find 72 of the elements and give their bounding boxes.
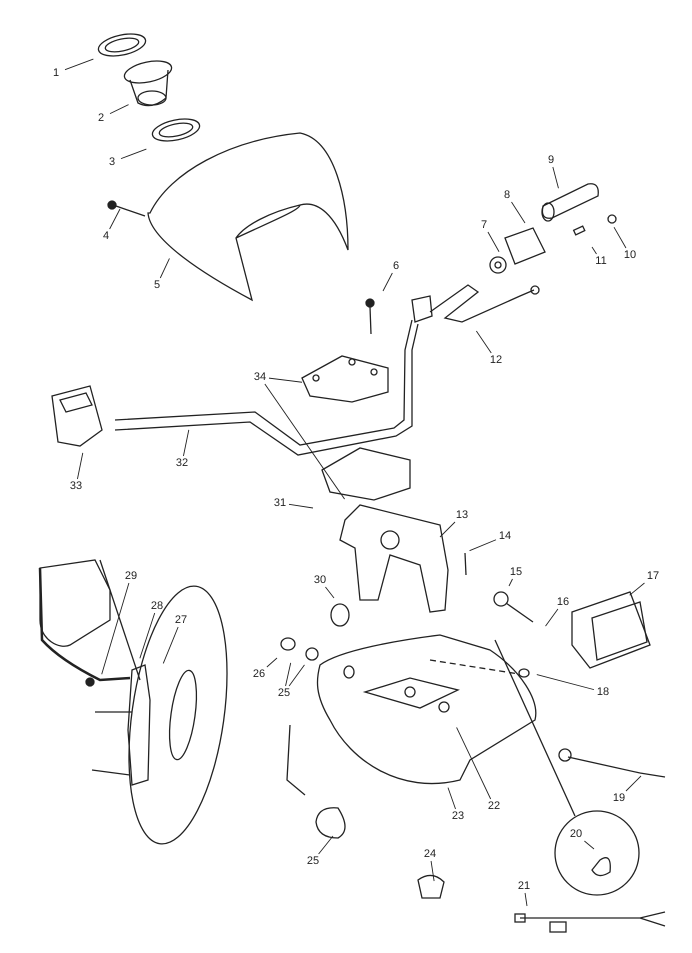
leader-line: [109, 208, 120, 230]
callout-number: 7: [475, 218, 493, 232]
callout-number: 23: [449, 809, 467, 823]
leader-line: [285, 662, 292, 686]
callout-number: 1: [47, 66, 65, 80]
leader-line: [288, 504, 314, 508]
leader-line: [536, 674, 594, 690]
leader-line: [382, 272, 393, 292]
leader-line: [456, 726, 492, 800]
leader-line: [268, 378, 302, 383]
callout-number: 30: [311, 573, 329, 587]
callout-number: 2: [92, 111, 110, 125]
leader-line: [552, 166, 559, 189]
leader-line: [64, 58, 94, 70]
leader-line: [476, 330, 492, 354]
callout-number: 8: [498, 188, 516, 202]
leader-line: [318, 836, 334, 854]
callout-number: 21: [515, 879, 533, 893]
callout-number: 15: [507, 565, 525, 579]
callout-number: 22: [485, 799, 503, 813]
leader-line: [182, 429, 190, 456]
leader-line: [545, 608, 558, 627]
leader-line: [511, 202, 526, 224]
leader-line: [76, 452, 84, 480]
leader-line: [629, 582, 645, 596]
leader-line: [139, 612, 156, 659]
leader-line: [264, 384, 346, 500]
leader-line: [584, 840, 594, 850]
callout-number: 26: [250, 667, 268, 681]
callout-number: 28: [148, 599, 166, 613]
callout-number: 25: [304, 854, 322, 868]
leader-line: [430, 860, 435, 882]
callout-number: 34: [251, 370, 269, 384]
callout-number: 12: [487, 353, 505, 367]
callout-number: 27: [172, 613, 190, 627]
leader-line: [448, 787, 456, 810]
callout-number: 6: [387, 259, 405, 273]
callout-number: 24: [421, 847, 439, 861]
leader-line: [288, 664, 305, 686]
leader-line: [101, 582, 130, 675]
callout-number: 11: [592, 254, 610, 268]
leader-line: [162, 626, 179, 664]
callout-number: 17: [644, 569, 662, 583]
callout-number: 29: [122, 569, 140, 583]
callout-number: 18: [594, 685, 612, 699]
callout-number: 5: [148, 278, 166, 292]
callout-number: 20: [567, 827, 585, 841]
leader-line: [488, 232, 500, 252]
leader-line: [469, 539, 496, 552]
leader-line: [110, 104, 130, 114]
callout-number: 32: [173, 456, 191, 470]
leader-line: [614, 226, 626, 248]
callout-number: 9: [542, 153, 560, 167]
callout-number: 19: [610, 791, 628, 805]
callout-number: 14: [496, 529, 514, 543]
leader-line: [160, 258, 170, 278]
callout-number: 3: [103, 155, 121, 169]
leader-line: [524, 892, 528, 906]
callout-number: 13: [453, 508, 471, 522]
callout-number: 33: [67, 479, 85, 493]
callout-number: 31: [271, 496, 289, 510]
callout-number: 10: [621, 248, 639, 262]
callout-number: 4: [97, 229, 115, 243]
leader-line: [325, 586, 334, 598]
leader-line: [592, 246, 597, 254]
leader-line: [440, 522, 456, 538]
leader-line: [508, 578, 513, 586]
leader-line: [120, 148, 147, 160]
callout-number: 16: [554, 595, 572, 609]
leader-line: [626, 776, 642, 792]
callout-number: 25: [275, 686, 293, 700]
leader-line: [266, 658, 278, 668]
